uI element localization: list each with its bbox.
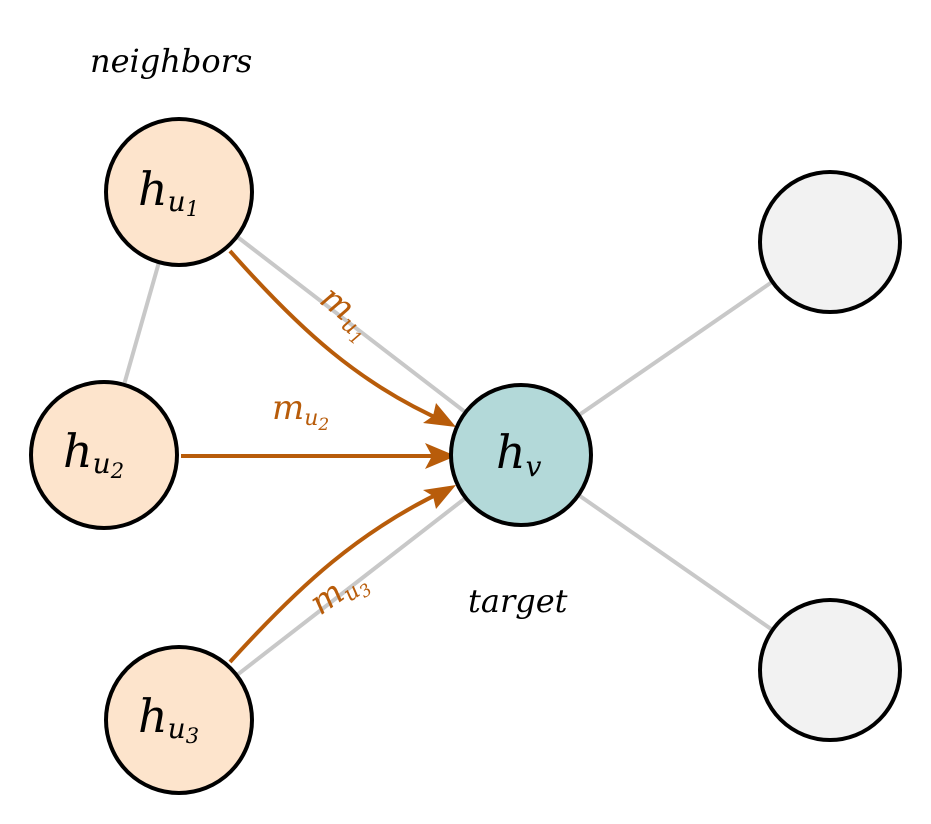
node-u3: hu3 [104, 645, 254, 795]
node-u3-label-subsub: 3 [186, 724, 199, 748]
arrowhead-u2 [425, 443, 456, 469]
node-v: hv [449, 383, 593, 527]
node-u1-label: hu1 [138, 162, 199, 221]
node-u3-label-base: h [138, 689, 168, 743]
node-u2-label-base: h [63, 424, 93, 478]
node-u2-label-sub: u [93, 447, 111, 480]
message-arrow-u1 [228, 249, 449, 425]
node-u1-circle [104, 117, 254, 267]
arrowhead-u3 [423, 485, 456, 509]
node-u3-label-sub: u [168, 712, 186, 745]
message-label-u2: mu2 [272, 388, 329, 435]
message-label-u2-sub: u [304, 406, 318, 431]
message-label-u2-base: m [272, 388, 304, 428]
node-u1: hu1 [104, 117, 254, 267]
node-u3-label: hu3 [138, 689, 199, 748]
node-u2: hu2 [29, 380, 179, 530]
node-u2-label-subsub: 2 [110, 459, 124, 483]
node-u1-label-subsub: 1 [186, 197, 199, 221]
node-right-top [758, 170, 902, 314]
message-label-u2-subsub: 2 [317, 415, 329, 435]
neighbors-caption: neighbors [90, 42, 252, 80]
message-arrows [181, 249, 456, 664]
target-caption: target [468, 582, 568, 620]
arrowhead-u1 [423, 403, 456, 427]
node-u3-circle [104, 645, 254, 795]
node-v-circle [449, 383, 593, 527]
node-u1-label-base: h [138, 162, 168, 216]
node-v-label-sub: v [526, 450, 542, 483]
node-v-label: hv [496, 425, 542, 483]
node-v-label-base: h [496, 425, 526, 479]
node-right-bottom [758, 598, 902, 742]
node-u2-circle [29, 380, 179, 530]
message-arrow-u3 [228, 487, 449, 664]
node-u1-label-sub: u [168, 185, 186, 218]
node-u2-label: hu2 [63, 424, 124, 483]
